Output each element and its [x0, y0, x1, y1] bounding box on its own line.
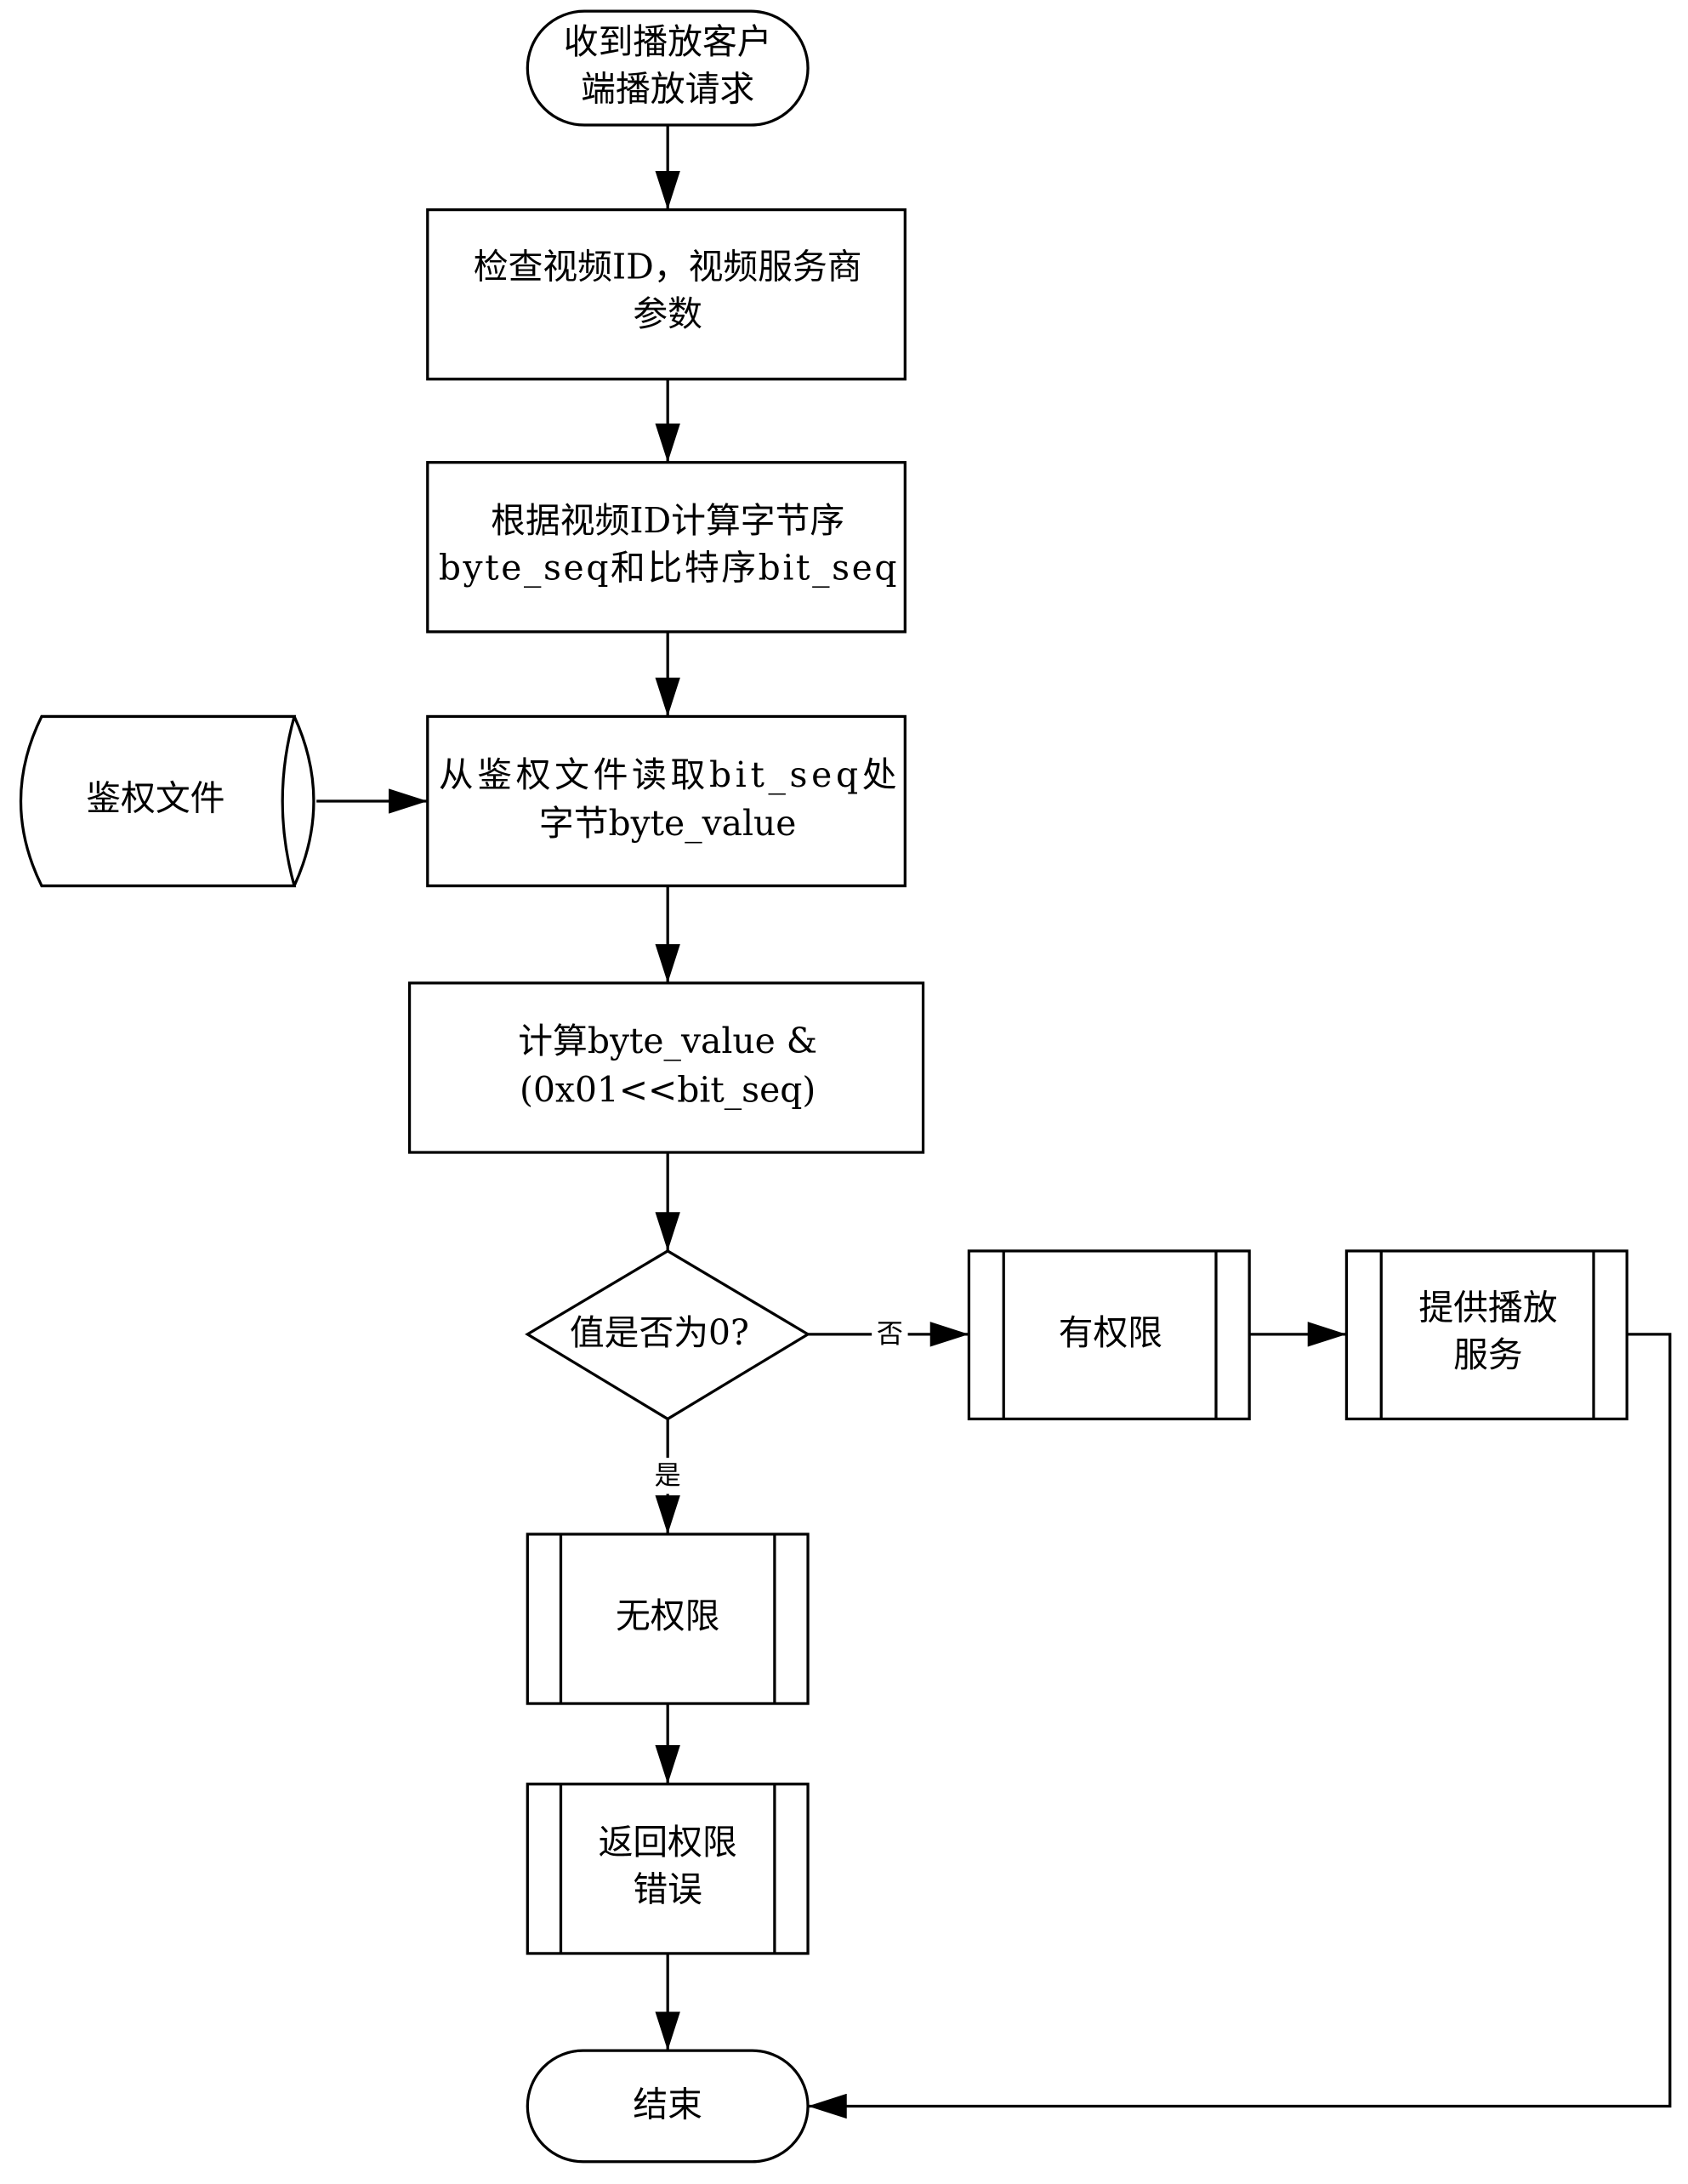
node-text: 根据视频ID计算字节序 [491, 500, 844, 541]
return-error-process: 返回权限 错误 [527, 1784, 808, 1954]
compute-and-box: 计算byte_value & (0x01<<bit_seq) [410, 983, 924, 1152]
edge-label-yes: 是 [655, 1460, 681, 1491]
node-text: 收到播放客户 [564, 21, 772, 62]
node-text: 字节byte_value [539, 803, 797, 844]
node-text: 提供播放 [1418, 1288, 1557, 1328]
node-text: 检查视频ID，视频服务商 [474, 246, 862, 287]
end-terminator: 结束 [527, 2050, 808, 2162]
node-text: 无权限 [616, 1595, 719, 1636]
decision-diamond: 值是否为0? [527, 1251, 808, 1419]
has-permission-process: 有权限 [969, 1251, 1249, 1419]
node-text: (0x01<<bit_seq) [520, 1069, 816, 1110]
node-text: 服务 [1453, 1334, 1523, 1375]
node-text: 有权限 [1059, 1312, 1162, 1353]
provide-service-process: 提供播放 服务 [1346, 1251, 1627, 1419]
node-text: 返回权限 [599, 1822, 737, 1863]
node-text: 参数 [633, 293, 702, 334]
node-text: 计算byte_value & [518, 1021, 817, 1061]
node-text: 错误 [633, 1869, 702, 1910]
start-terminator: 收到播放客户 端播放请求 [527, 11, 808, 125]
read-byte-box: 从鉴权文件读取bit_seq处 字节byte_value [428, 716, 906, 885]
node-text: 端播放请求 [581, 68, 754, 109]
node-text: 鉴权文件 [86, 778, 224, 819]
no-permission-process: 无权限 [527, 1534, 808, 1703]
arrow-provide-to-end [808, 1334, 1670, 2107]
auth-file-storage: 鉴权文件 [20, 716, 313, 885]
node-text: 结束 [633, 2084, 702, 2125]
check-params-box: 检查视频ID，视频服务商 参数 [428, 210, 906, 379]
node-text: byte_seq和比特序bit_seq [439, 548, 897, 589]
compute-seq-box: 根据视频ID计算字节序 byte_seq和比特序bit_seq [428, 463, 906, 632]
edge-label-no: 否 [877, 1319, 903, 1350]
node-text: 值是否为0? [570, 1312, 749, 1353]
